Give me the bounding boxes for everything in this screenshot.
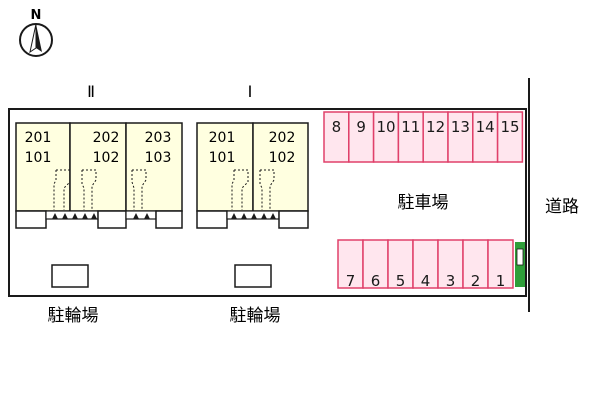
parking-space-number: 10 xyxy=(376,118,395,136)
building-1: 201 101 202 102 xyxy=(196,122,309,229)
parking-space-number: 2 xyxy=(471,272,481,290)
bike-parking-label: 駐輪場 xyxy=(48,306,99,326)
unit-number: 102 xyxy=(93,150,120,166)
unit-number: 203 xyxy=(145,130,172,146)
road-label: 道路 xyxy=(545,197,579,217)
parking-space xyxy=(412,239,439,289)
porch xyxy=(155,210,183,229)
parking-space-number: 11 xyxy=(401,118,420,136)
unit-block xyxy=(196,122,254,212)
unit-number: 201 xyxy=(209,130,236,146)
unit-number: 103 xyxy=(145,150,172,166)
parking-space xyxy=(447,111,474,163)
building-label-2: Ⅱ xyxy=(87,82,95,101)
entrance-marks xyxy=(52,213,150,219)
parking-space-number: 4 xyxy=(421,272,431,290)
building-2: 201 101 202 102 203 103 xyxy=(15,122,183,229)
building-label-1: Ⅰ xyxy=(248,82,253,101)
parking-space-number: 7 xyxy=(346,272,356,290)
bike-parking-label: 駐輪場 xyxy=(230,306,281,326)
porch xyxy=(196,210,228,229)
unit-number: 102 xyxy=(269,150,296,166)
unit-number: 201 xyxy=(25,130,52,146)
parking-space-number: 15 xyxy=(500,118,519,136)
parking-space xyxy=(372,111,400,163)
unit-number: 202 xyxy=(269,130,296,146)
bike-shelter xyxy=(234,264,272,288)
parking-space-number: 9 xyxy=(356,118,366,136)
parking-space-number: 12 xyxy=(426,118,445,136)
sign-panel xyxy=(516,248,524,266)
parking-space-number: 1 xyxy=(496,272,506,290)
parking-space xyxy=(362,239,389,289)
parking-space xyxy=(422,111,449,163)
parking-label: 駐車場 xyxy=(398,193,449,213)
parking-space xyxy=(472,111,499,163)
parking-space xyxy=(496,111,524,163)
unit-number: 202 xyxy=(93,130,120,146)
unit-block xyxy=(15,122,71,212)
north-arrow-icon: N xyxy=(19,8,53,57)
porch xyxy=(97,210,127,229)
bike-shelter xyxy=(51,264,89,288)
parking-space-number: 8 xyxy=(332,118,342,136)
parking-space-number: 13 xyxy=(451,118,470,136)
entrance-step xyxy=(125,210,157,220)
entrance-marks xyxy=(231,213,276,219)
unit-number: 101 xyxy=(25,150,52,166)
parking-space xyxy=(487,239,514,289)
porch xyxy=(15,210,47,229)
unit-block xyxy=(252,122,309,212)
parking-space-number: 14 xyxy=(476,118,495,136)
parking-space-number: 3 xyxy=(446,272,456,290)
parking-space xyxy=(337,239,364,289)
compass-label: N xyxy=(31,8,42,23)
parking-space xyxy=(397,111,424,163)
parking-space-number: 5 xyxy=(396,272,406,290)
unit-number: 101 xyxy=(209,150,236,166)
parking-space-number: 6 xyxy=(371,272,381,290)
porch xyxy=(278,210,309,229)
